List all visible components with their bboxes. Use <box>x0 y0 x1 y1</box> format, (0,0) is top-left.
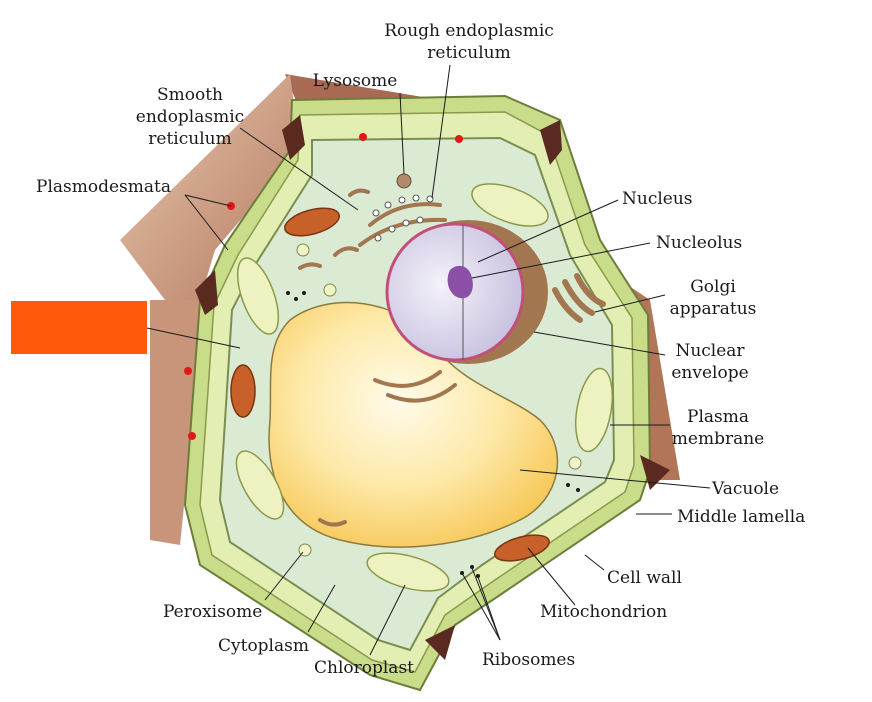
label-cytoplasm: Cytoplasm <box>218 636 309 656</box>
label-golgi-1: Golgi <box>690 277 736 297</box>
label-nucleolus: Nucleolus <box>656 233 742 253</box>
labels: Rough endoplasmic reticulum Lysosome Smo… <box>36 21 805 678</box>
label-rough-er-1: Rough endoplasmic <box>384 21 554 41</box>
label-nuclear-envelope-2: envelope <box>671 363 748 383</box>
chloroplasts <box>235 183 614 592</box>
label-smooth-er-3: reticulum <box>148 129 231 149</box>
label-nucleus: Nucleus <box>622 189 693 209</box>
plasmodesmata-dots <box>184 133 463 440</box>
label-smooth-er-1: Smooth <box>157 85 223 105</box>
neighbor-cell-left <box>120 74 300 300</box>
redacted-label-box <box>11 301 147 354</box>
wall-junctions <box>195 115 670 660</box>
rough-er-ribosomes <box>372 194 434 242</box>
rough-er <box>358 202 457 403</box>
label-plasmodesmata: Plasmodesmata <box>36 177 171 197</box>
label-rough-er-2: reticulum <box>427 43 510 63</box>
leader-lines <box>146 64 711 656</box>
peroxisomes <box>296 243 582 557</box>
label-vacuole: Vacuole <box>711 479 779 499</box>
label-smooth-er-2: endoplasmic <box>136 107 244 127</box>
label-ribosomes: Ribosomes <box>482 650 575 670</box>
mitochondria <box>230 207 550 562</box>
label-peroxisome: Peroxisome <box>163 602 262 622</box>
label-plasma-membrane-1: Plasma <box>687 407 749 427</box>
label-golgi-2: apparatus <box>670 299 757 319</box>
label-nuclear-envelope-1: Nuclear <box>675 341 745 361</box>
golgi-apparatus <box>552 273 606 323</box>
smooth-er <box>298 188 370 527</box>
neighbor-cell-left-lower <box>150 300 205 545</box>
label-lysosome: Lysosome <box>313 71 398 91</box>
label-mitochondrion: Mitochondrion <box>540 602 667 622</box>
nucleolus <box>447 265 473 299</box>
lysosome <box>396 173 412 189</box>
label-plasma-membrane-2: membrane <box>672 429 764 449</box>
label-chloroplast: Chloroplast <box>314 658 414 678</box>
nucleus <box>385 220 548 364</box>
label-cell-wall: Cell wall <box>607 568 682 588</box>
label-middle-lamella: Middle lamella <box>677 507 805 527</box>
